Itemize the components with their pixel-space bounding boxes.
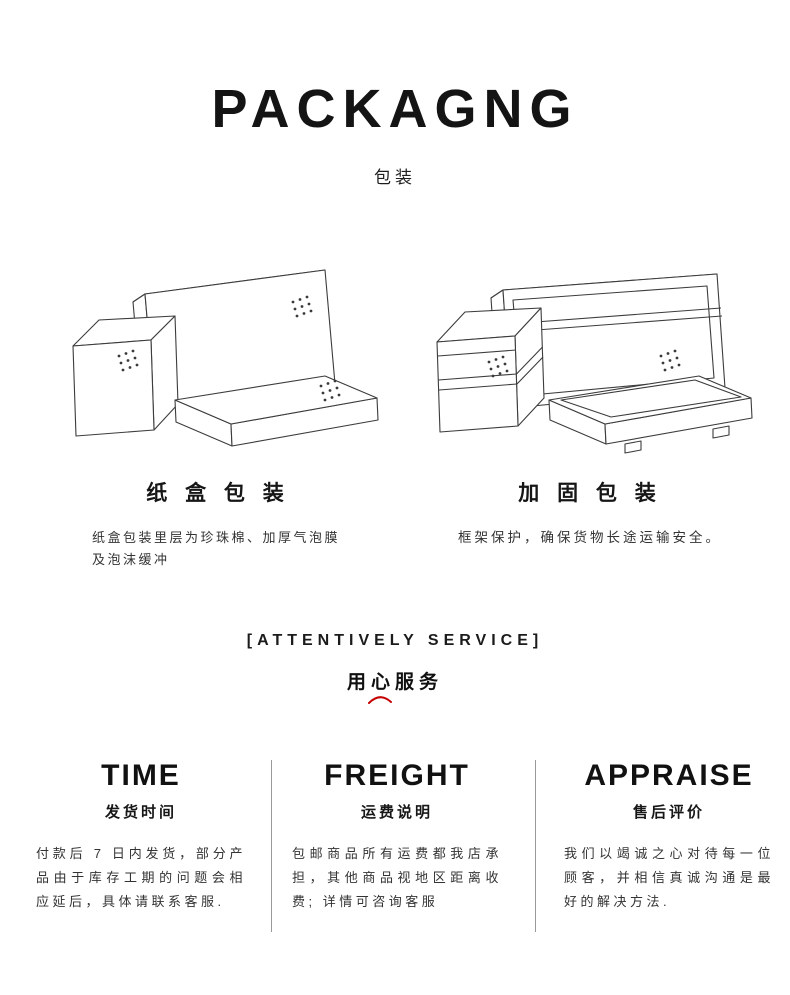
carton-packaging-title: 纸 盒 包 装 [146,482,290,505]
service-heading-en: [ATTENTIVELY SERVICE] [246,632,544,649]
appraise-title: APPRAISE [584,759,754,792]
appraise-body-text: 我们以竭诚之心对待每一位顾客，并相信真诚沟通是最好的解决方法. [564,846,774,910]
time-subtitle: 发货时间 [104,804,177,821]
carton-packaging-section: 纸 盒 包 装 纸盒包装里层为珍珠棉、加厚气泡膜及泡沫缓冲 [40,250,396,571]
freight-subtitle: 运费说明 [360,804,433,821]
info-column-appraise: APPRAISE 售后评价 我们以竭诚之心对待每一位顾客，并相信真诚沟通是最好的… [564,758,774,914]
service-section: [ATTENTIVELY SERVICE] 用心服务 [0,632,790,704]
page-title: PACKAGNG [211,79,579,139]
reinforced-packaging-title: 加 固 包 装 [518,482,662,505]
carton-boxes-illustration [72,269,379,447]
service-heading-cn: 用心服务 [346,667,443,704]
reinforced-packaging-caption: 框架保护，确保货物长途运输安全。 [458,530,722,545]
red-underline-mark [367,696,392,704]
reinforced-crates-illustration [436,273,753,454]
appraise-subtitle: 售后评价 [632,804,705,821]
time-title: TIME [101,759,181,792]
column-divider-1 [271,760,272,932]
page-subtitle: 包装 [374,168,416,187]
time-body-text: 付款后 7 日内发货，部分产品由于库存工期的问题会相应延后，具体请联系客服. [36,846,246,910]
freight-title: FREIGHT [324,759,470,792]
carton-packaging-caption: 纸盒包装里层为珍珠棉、加厚气泡膜及泡沫缓冲 [92,530,341,568]
column-divider-2 [535,760,536,932]
info-column-freight: FREIGHT 运费说明 包邮商品所有运费都我店承担，其他商品视地区距离收费; … [292,758,502,914]
freight-body-text: 包邮商品所有运费都我店承担，其他商品视地区距离收费; 详情可咨询客服 [292,846,502,910]
info-column-time: TIME 发货时间 付款后 7 日内发货，部分产品由于库存工期的问题会相应延后，… [36,758,246,914]
service-heading-cn-text: 用心服务 [346,672,443,693]
reinforced-packaging-section: 加 固 包 装 框架保护，确保货物长途运输安全。 [412,250,768,550]
